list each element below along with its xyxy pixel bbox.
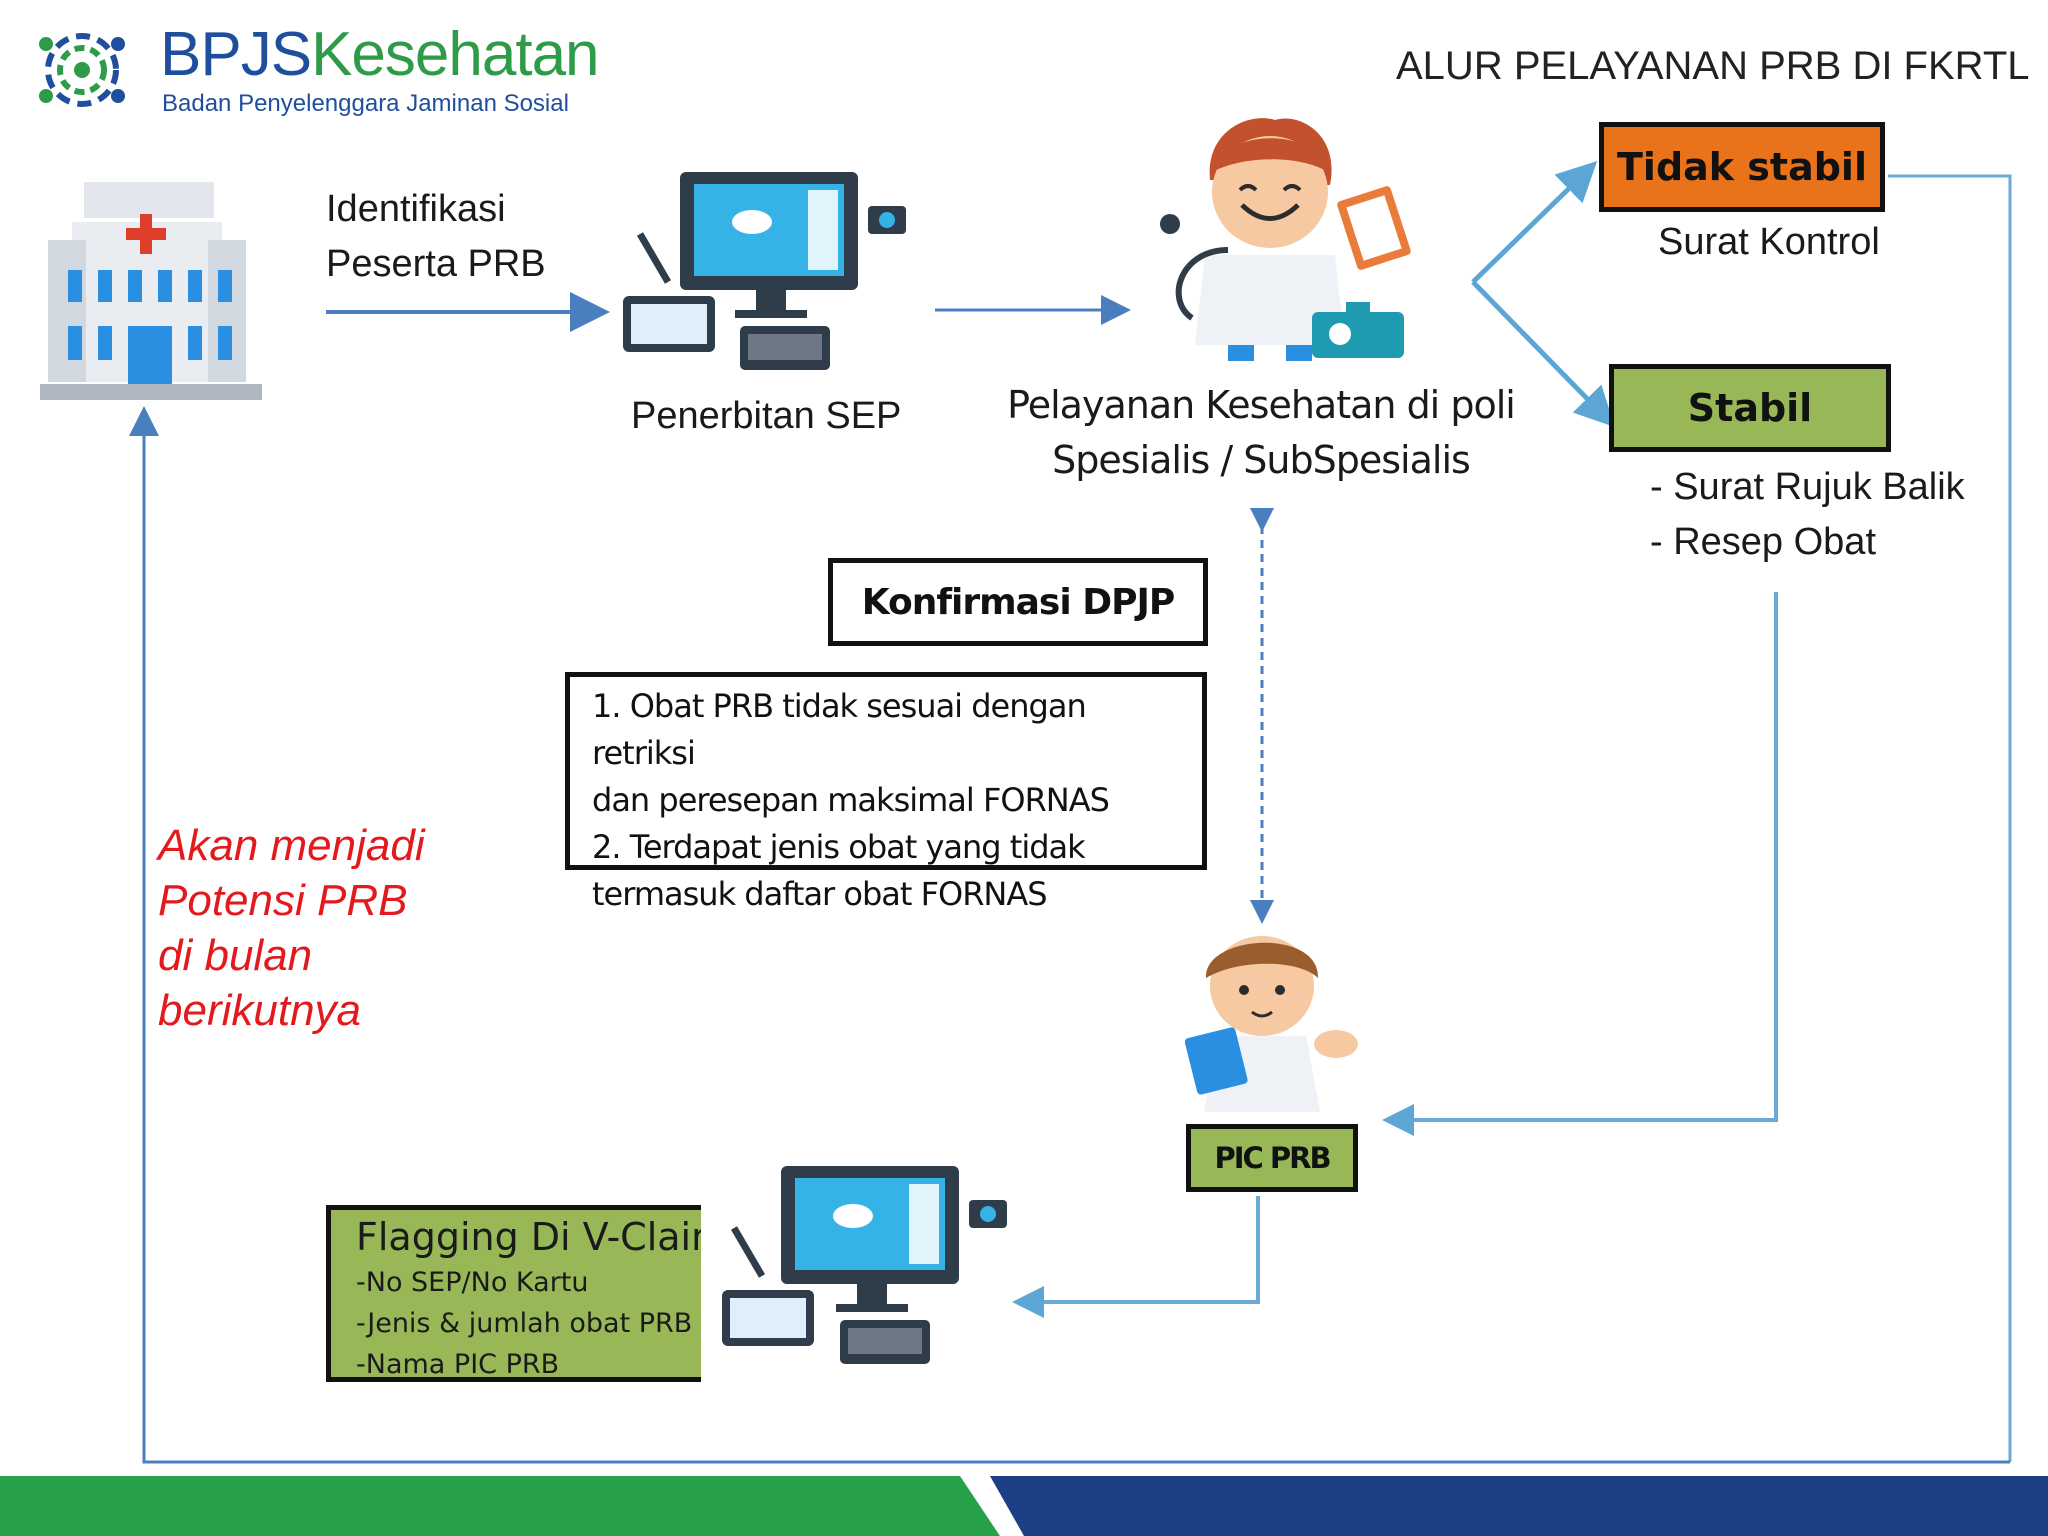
- step-identification-line2: Peserta PRB: [326, 243, 546, 285]
- flagging-item: -Jenis & jumlah obat PRB: [356, 1308, 693, 1339]
- step-sep: Penerbitan SEP: [631, 395, 902, 437]
- pic-nurse-icon: [1184, 936, 1358, 1112]
- note-line: Akan menjadi: [158, 821, 425, 870]
- outcome-stable-item: - Surat Rujuk Balik: [1650, 466, 1965, 508]
- arrow-to-stable: [1471, 280, 1615, 428]
- hospital-icon: [40, 182, 262, 400]
- line-bottom-return: [129, 406, 2010, 1464]
- brand-name-bpjs: BPJS: [160, 20, 312, 89]
- note-line: di bulan: [158, 931, 313, 980]
- footer-green-band: [0, 1476, 1000, 1536]
- outcome-unstable-box: Tidak stabil: [1599, 122, 1885, 212]
- pic-label: PIC PRB: [1214, 1141, 1331, 1175]
- brand-tagline: Badan Penyelenggara Jaminan Sosial: [162, 90, 569, 117]
- doctor-icon: [1160, 118, 1411, 361]
- confirmation-criteria: 1. Obat PRB tidak sesuai dengan retriksi…: [565, 672, 1207, 913]
- criteria-line: 1. Obat PRB tidak sesuai dengan retriksi: [592, 687, 1087, 772]
- step-service-line1: Pelayanan Kesehatan di poli: [1007, 383, 1516, 427]
- note-line: berikutnya: [158, 986, 362, 1035]
- outcome-stable-items: - Surat Rujuk Balik - Resep Obat: [1650, 460, 1965, 570]
- outcome-stable-box: Stabil: [1609, 364, 1891, 452]
- confirmation-box: Konfirmasi DPJP: [828, 558, 1208, 646]
- flagging-title: Flagging Di V-Claim: [356, 1215, 701, 1259]
- line-stable-to-pic: [1382, 592, 1778, 1136]
- brand-wordmark: BPJSKesehatan Badan Penyelenggara Jamina…: [160, 20, 600, 118]
- brand-name-kesehatan: Kesehatan: [311, 20, 599, 89]
- footer-navy-band: [960, 1476, 2048, 1536]
- note-line: Potensi PRB: [158, 876, 408, 925]
- outcome-stable-item: - Resep Obat: [1650, 521, 1876, 563]
- outcome-unstable-label: Tidak stabil: [1617, 145, 1867, 189]
- criteria-line: 2. Terdapat jenis obat yang tidak: [592, 828, 1086, 866]
- criteria-line: dan peresepan maksimal FORNAS: [592, 781, 1110, 819]
- confirmation-label: Konfirmasi DPJP: [861, 581, 1176, 623]
- step-identification-line1: Identifikasi: [326, 188, 506, 230]
- pic-box: PIC PRB: [1186, 1124, 1358, 1192]
- computer-icon: [623, 172, 906, 370]
- flagging-box: Flagging Di V-Claim -No SEP/No Kartu -Je…: [326, 1205, 701, 1382]
- criteria-line: termasuk daftar obat FORNAS: [592, 875, 1048, 913]
- outcome-stable-label: Stabil: [1687, 386, 1813, 430]
- bpjs-logo-icon: [39, 33, 125, 107]
- outcome-unstable-sub: Surat Kontrol: [1658, 221, 1880, 263]
- step-service-line2: Spesialis / SubSpesialis: [1052, 438, 1471, 482]
- line-pic-to-vclaim: [1012, 1196, 1260, 1318]
- computer-icon-bottom: [722, 1166, 1007, 1364]
- page-title: ALUR PELAYANAN PRB DI FKRTL: [1396, 44, 2030, 88]
- step-service: Pelayanan Kesehatan di poli Spesialis / …: [1006, 378, 1516, 488]
- flagging-item: -No SEP/No Kartu: [356, 1267, 589, 1298]
- line-unstable-return: [1888, 174, 2012, 1462]
- potential-prb-note: Akan menjadi Potensi PRB di bulan beriku…: [158, 818, 425, 1038]
- flagging-item: -Nama PIC PRB: [356, 1349, 560, 1380]
- step-identification: Identifikasi Peserta PRB: [326, 182, 546, 292]
- arrow-to-unstable: [1471, 161, 1598, 284]
